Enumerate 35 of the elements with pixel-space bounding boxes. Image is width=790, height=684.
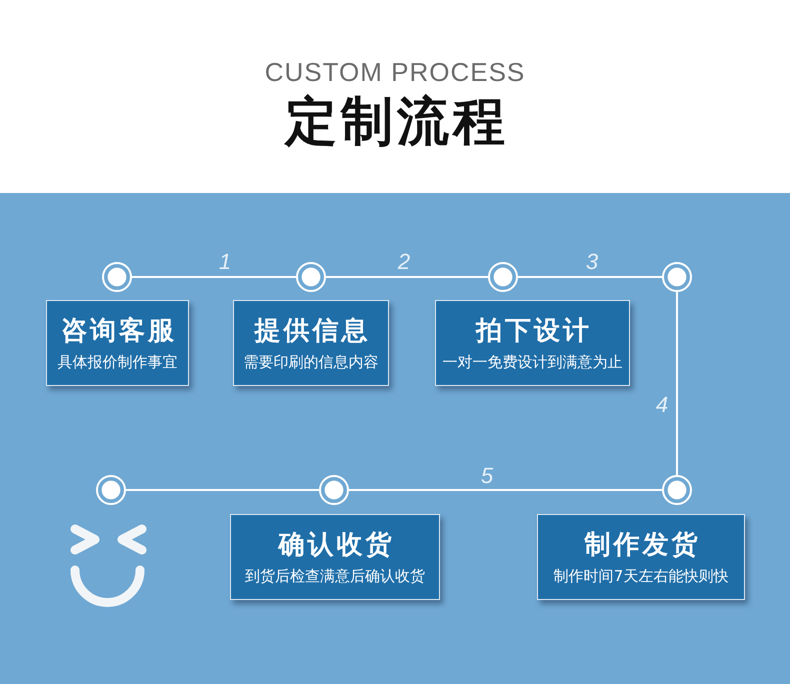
- step-card: [233, 300, 389, 386]
- step-dot: [662, 262, 692, 292]
- connector-line: [518, 276, 662, 278]
- step-number: 2: [398, 251, 410, 273]
- step-card: [230, 514, 440, 600]
- connector-line: [349, 489, 662, 491]
- step-number: 1: [218, 251, 232, 273]
- subtitle-text: CUSTOM PROCESS: [264, 57, 526, 87]
- connector-line: [676, 292, 678, 475]
- step-title: 提供信息: [253, 316, 370, 346]
- step-card: [537, 514, 745, 600]
- step-description: 一对一免费设计到满意为止: [442, 352, 622, 370]
- step-description: 到货后检查满意后确认收货: [245, 566, 425, 584]
- step-number: 3: [586, 251, 598, 273]
- step-title: 确认收货: [276, 530, 394, 560]
- step-description: 需要印刷的信息内容: [244, 352, 378, 370]
- step-title: 咨询客服: [60, 316, 177, 346]
- step-dot: [102, 262, 132, 292]
- step-number: 4: [656, 394, 668, 416]
- connector-line: [126, 489, 319, 491]
- step-description: 具体报价制作事宜: [58, 352, 178, 370]
- connector-line: [326, 276, 488, 278]
- step-dot: [296, 262, 326, 292]
- step-description: 制作时间7天左右能快则快: [554, 566, 728, 584]
- title-text: 定制流程: [283, 92, 509, 152]
- connector-line: [132, 276, 296, 278]
- step-number: 5: [480, 465, 494, 487]
- step-dot: [96, 475, 126, 505]
- step-dot: [662, 475, 692, 505]
- step-dot: [319, 475, 349, 505]
- step-title: 拍下设计: [474, 316, 592, 346]
- step-dot: [488, 262, 518, 292]
- step-card: [46, 300, 189, 386]
- step-card: [435, 300, 630, 386]
- step-title: 制作发货: [583, 530, 700, 560]
